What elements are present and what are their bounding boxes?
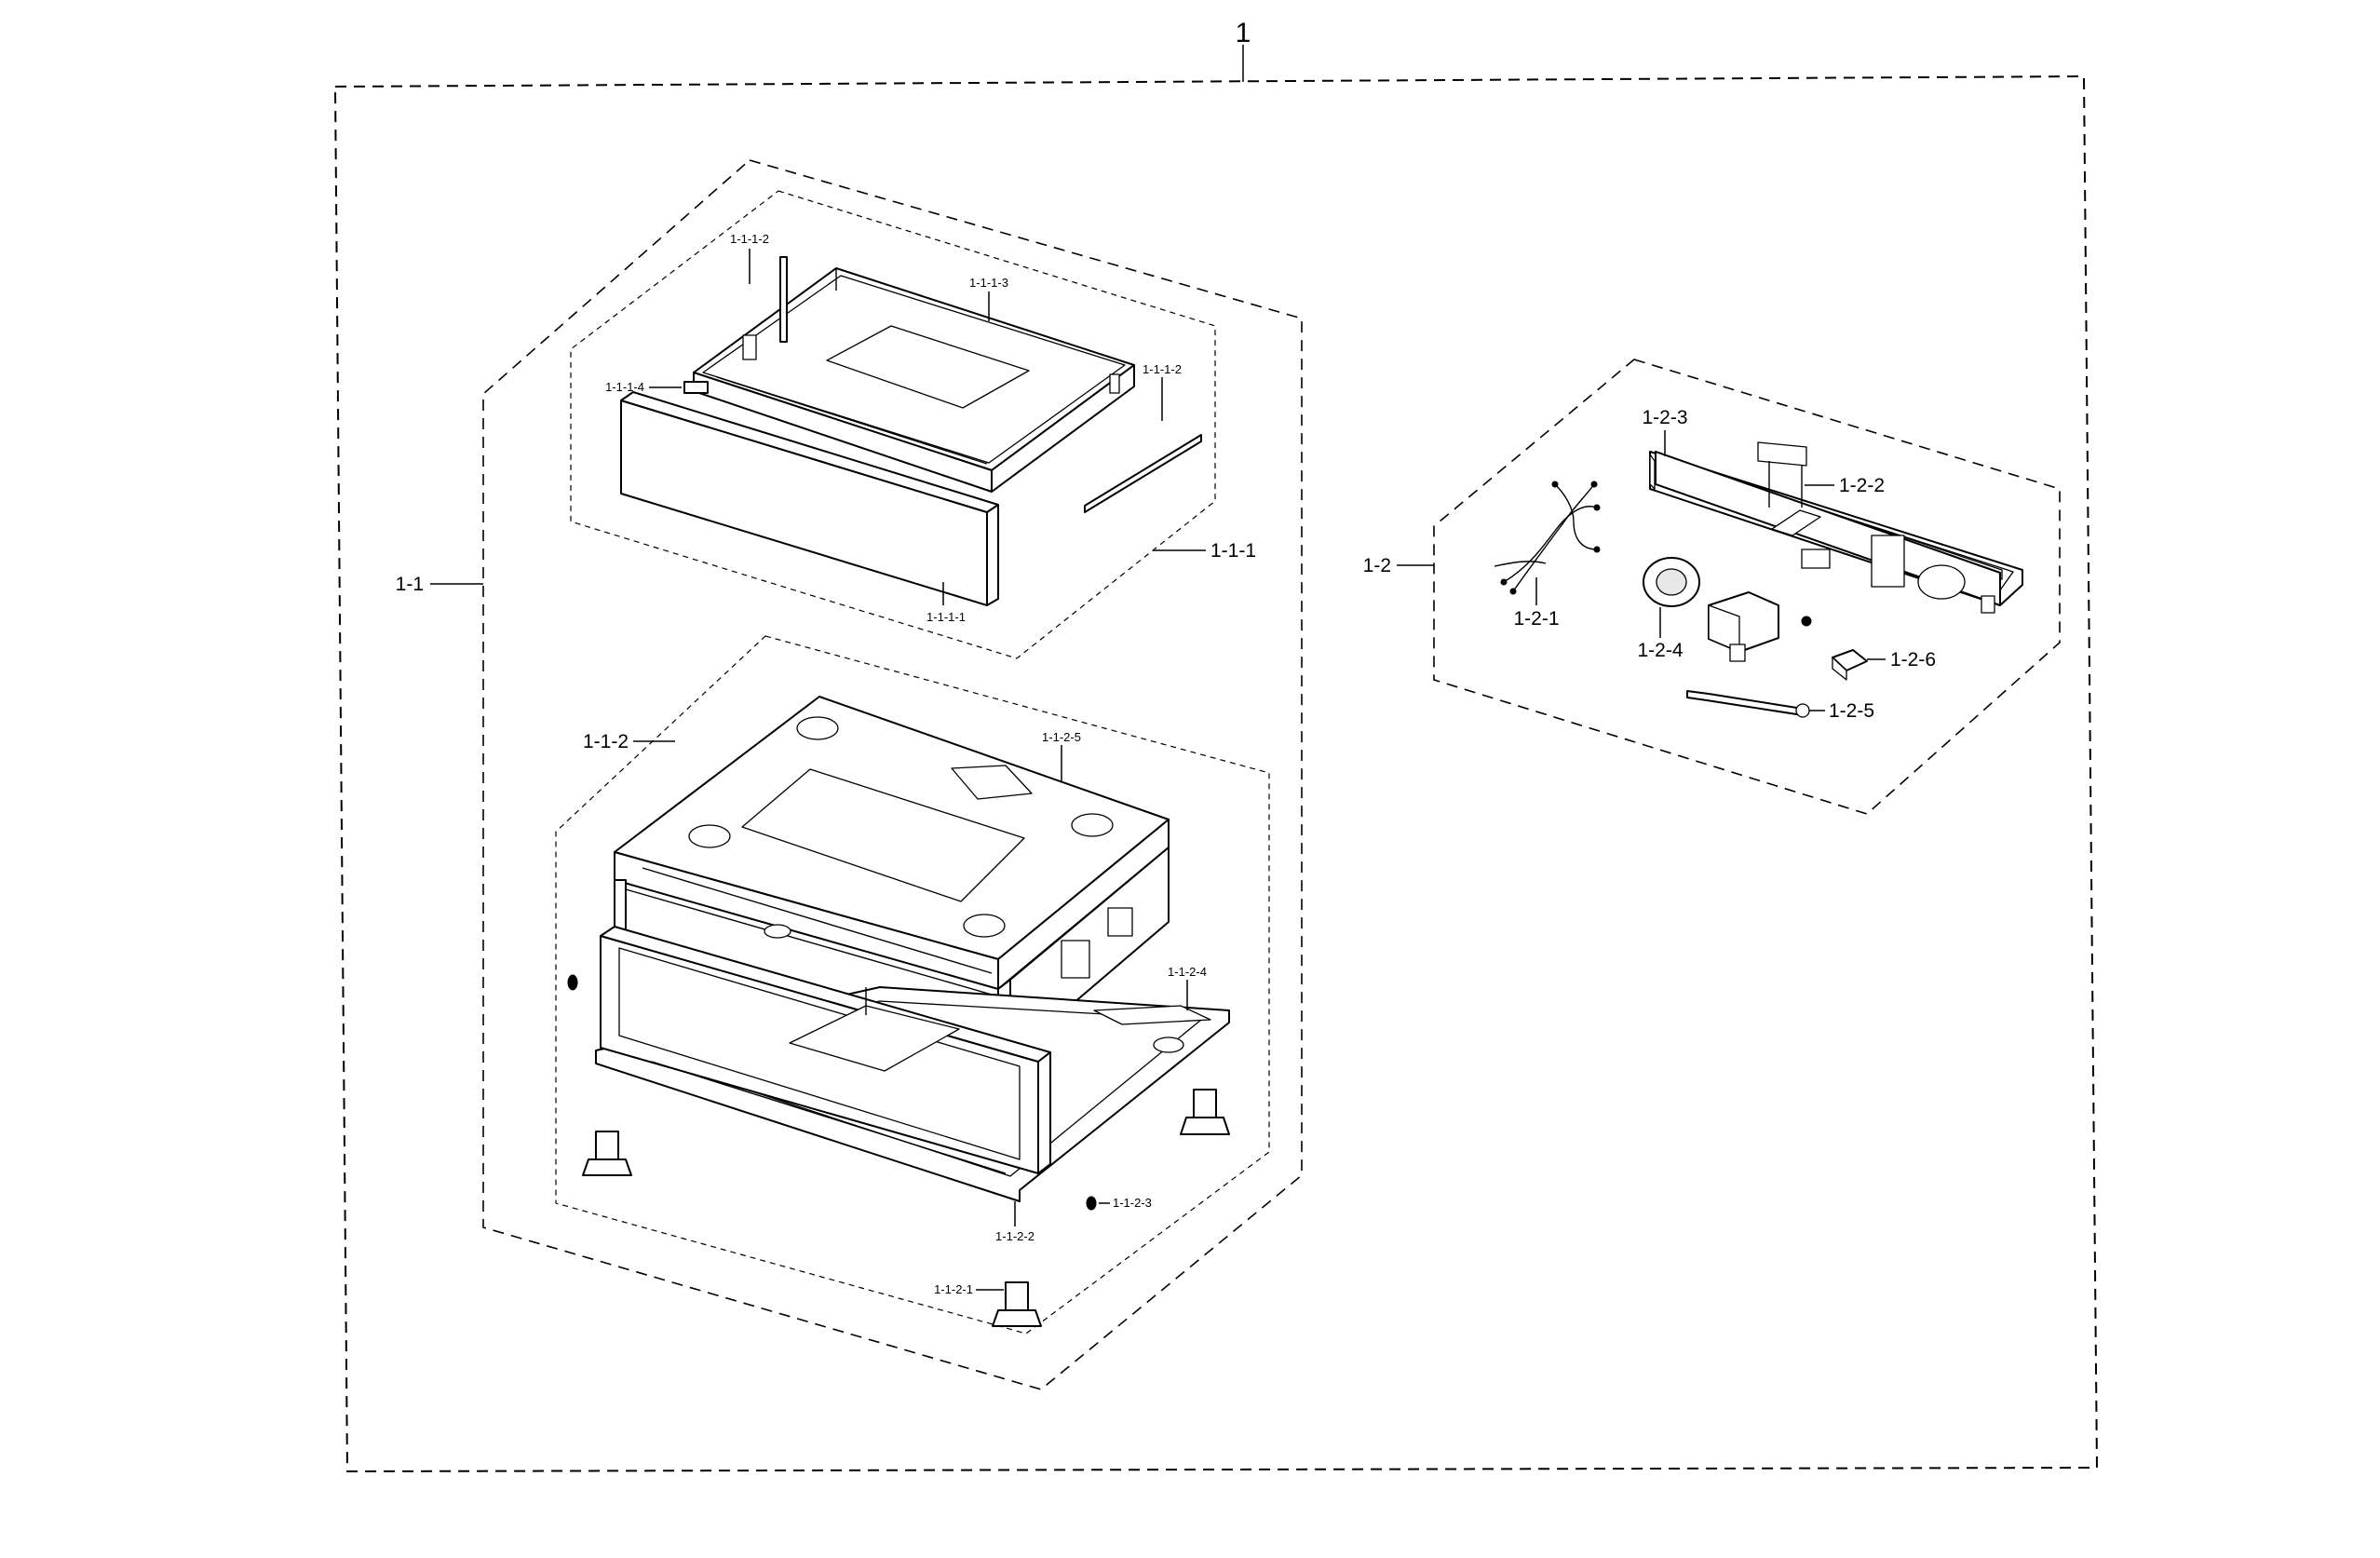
screw — [567, 974, 1097, 1211]
cover-plate — [1757, 441, 1807, 508]
hose — [1686, 690, 1810, 718]
label-pump-assembly: 1-2 — [1363, 555, 1391, 576]
label-drawer-front: 1-1-1-1 — [926, 610, 966, 624]
drawer-rail-right — [1084, 434, 1202, 513]
label-wire-harness: 1-2-1 — [1513, 608, 1559, 630]
label-drawer-tray: 1-1-1-3 — [969, 276, 1008, 290]
label-drawer-bracket: 1-1-1-4 — [605, 380, 644, 394]
leveling-foot — [582, 1089, 1230, 1327]
drawer-assembly-boundary — [570, 190, 1216, 659]
label-drawer-rail-left: 1-1-1-2 — [730, 232, 769, 246]
label-pump: 1-2-4 — [1637, 640, 1683, 661]
label-drawer-assembly: 1-1-1 — [1210, 540, 1256, 562]
label-base-frame: 1-1-2-2 — [995, 1229, 1034, 1243]
wire-harness — [1494, 481, 1601, 595]
label-screw: 1-1-2-3 — [1113, 1196, 1152, 1210]
base-bracket — [1093, 1005, 1211, 1025]
mounting-plate — [1649, 451, 2023, 614]
label-connector: 1-2-6 — [1890, 649, 1936, 671]
label-frame-assembly: 1-1 — [396, 574, 424, 595]
connector — [1832, 649, 1868, 681]
drawer-bracket — [683, 381, 709, 394]
label-top-cover: 1-1-2-5 — [1042, 730, 1081, 744]
drawer-tray — [693, 267, 1135, 493]
pump — [1643, 557, 1812, 662]
drawer-rail-left — [779, 256, 788, 343]
assembly-boundary — [333, 75, 2099, 1473]
label-leveling-foot: 1-1-2-1 — [934, 1282, 973, 1296]
label-base-bracket: 1-1-2-4 — [1168, 965, 1207, 979]
pump-assembly-boundary — [1433, 359, 2061, 815]
label-hose: 1-2-5 — [1829, 700, 1874, 722]
label-mounting-plate: 1-2-3 — [1642, 407, 1687, 428]
label-cover-plate: 1-2-2 — [1839, 475, 1885, 496]
top-cover — [614, 696, 1170, 990]
label-assembly: 1 — [1236, 18, 1251, 48]
label-drawer-rail-right: 1-1-1-2 — [1143, 362, 1182, 376]
base-frame — [595, 924, 1230, 1202]
pedestal-base-boundary — [555, 635, 1270, 1334]
drawer-front-panel — [620, 391, 999, 606]
label-pedestal-base: 1-1-2 — [583, 731, 629, 752]
